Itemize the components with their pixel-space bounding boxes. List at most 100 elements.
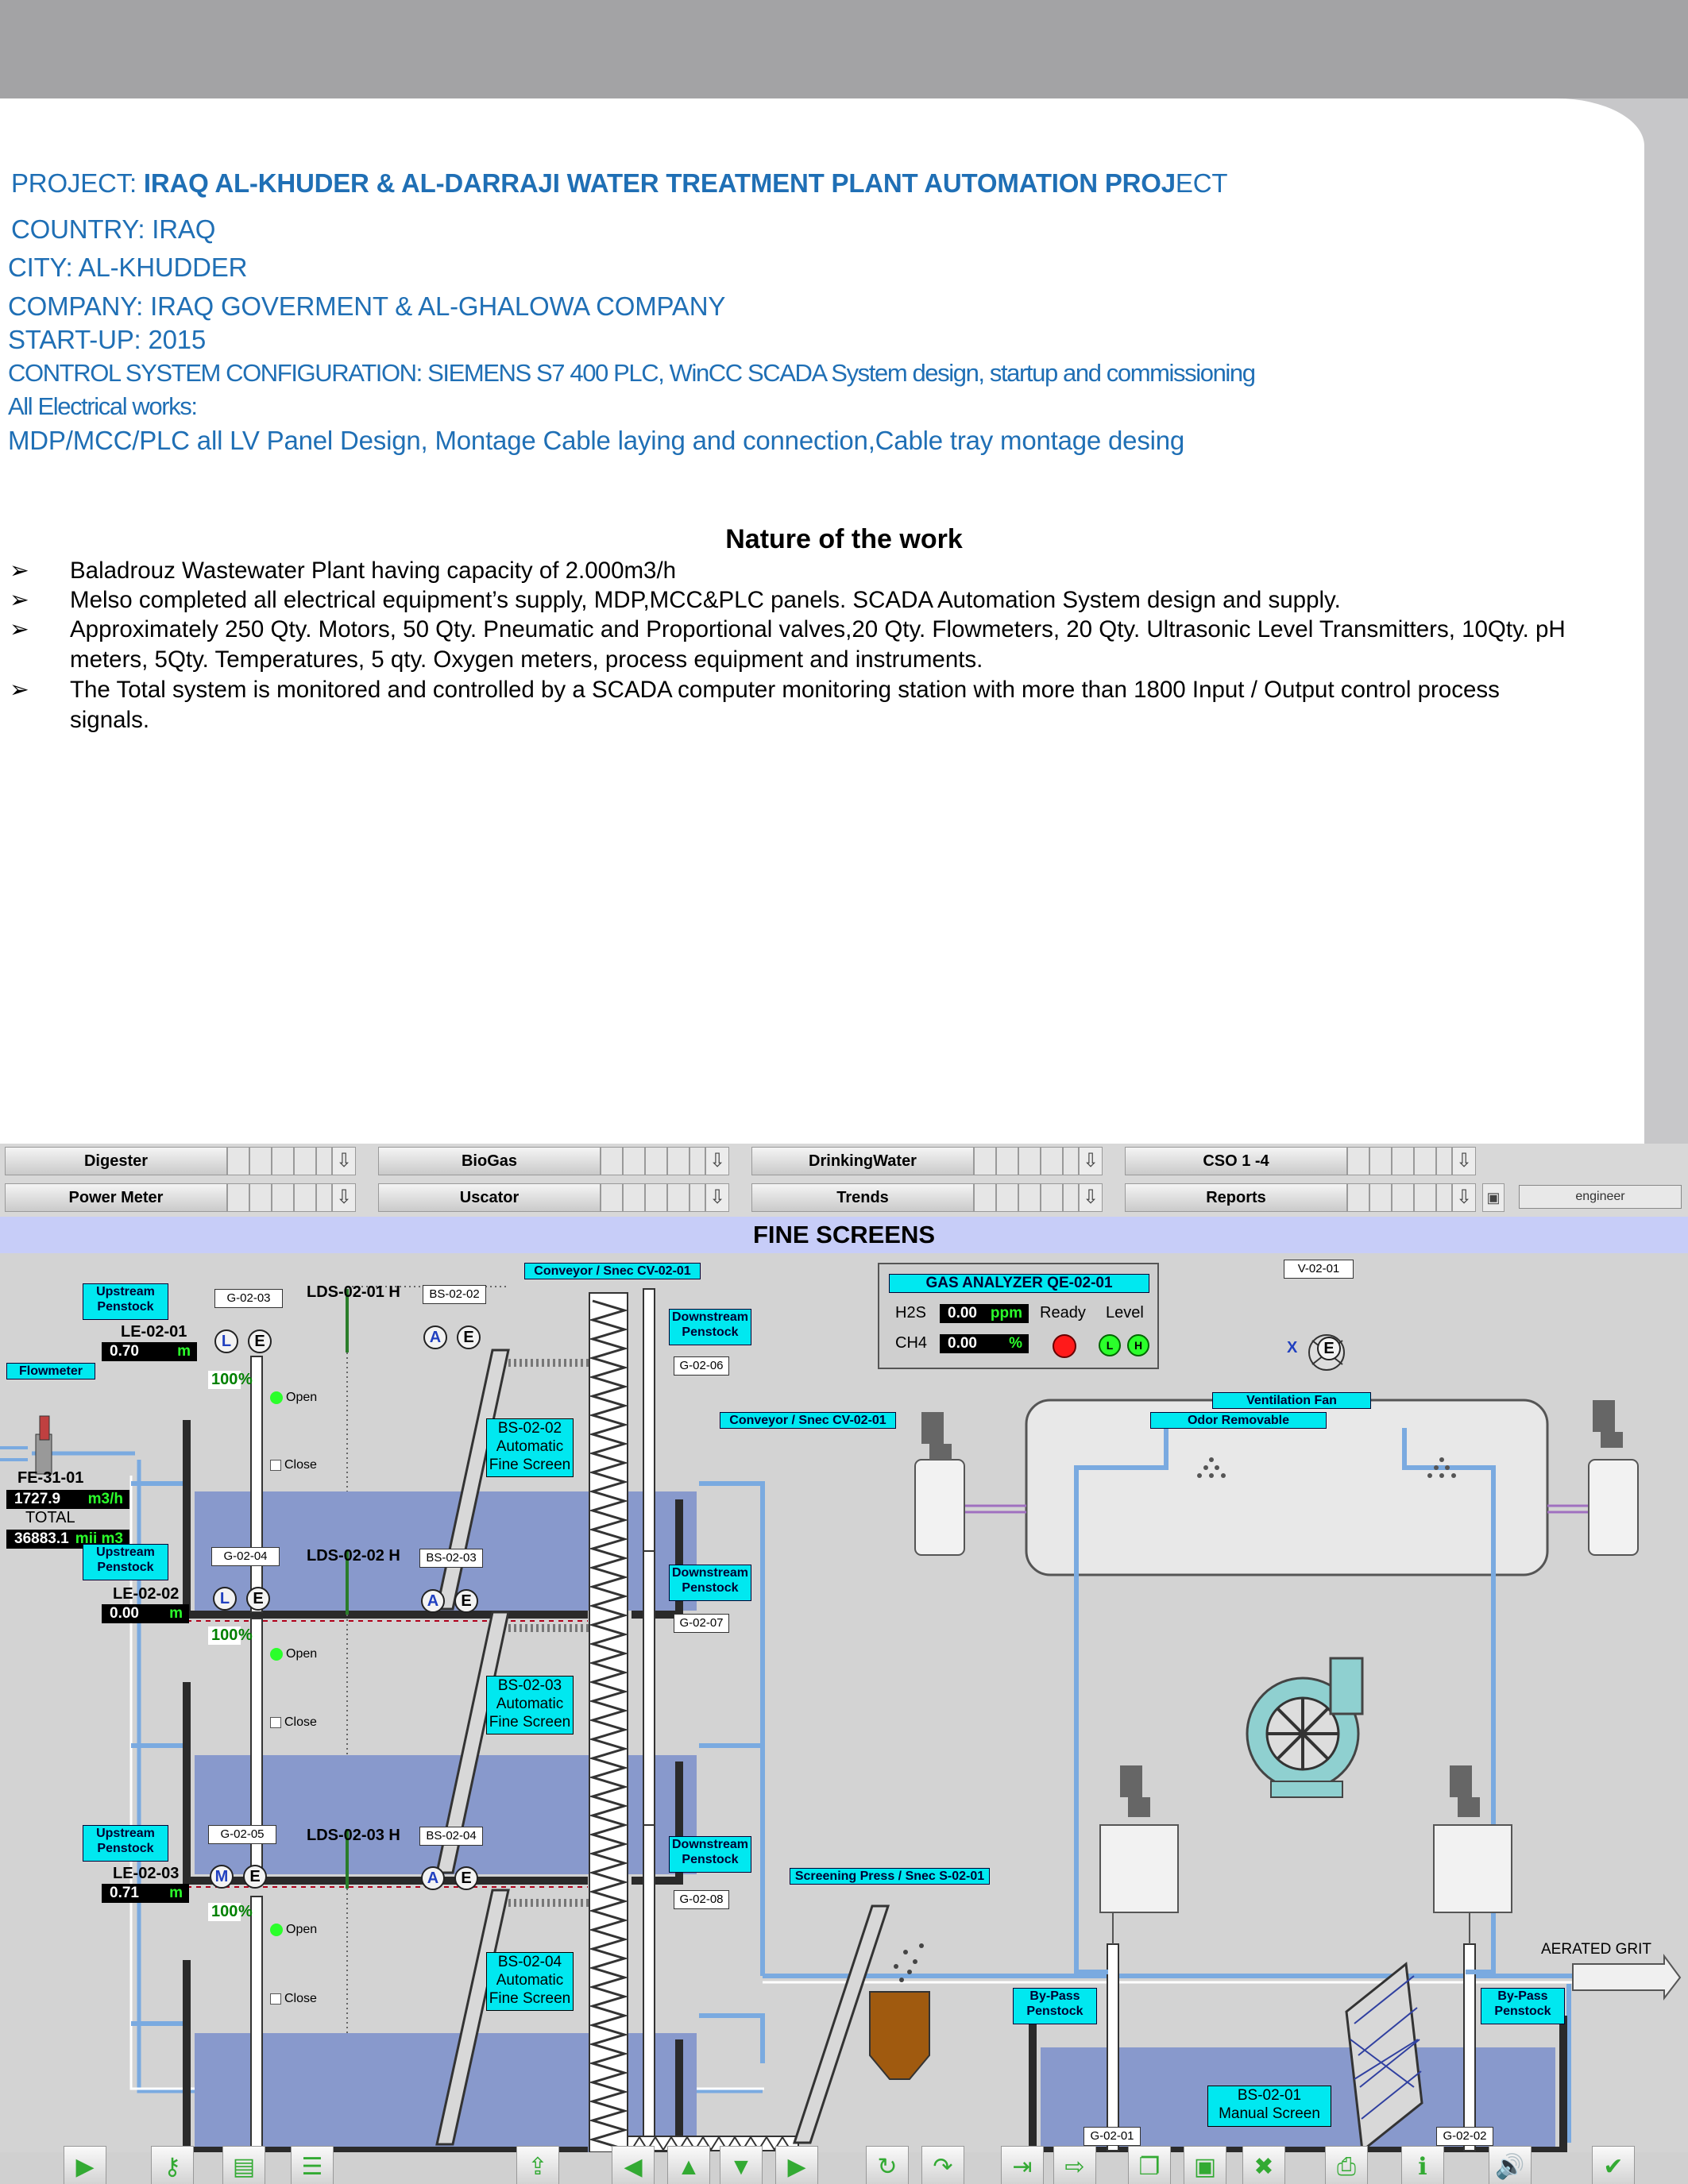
mode-indicator[interactable]: M [210, 1865, 234, 1889]
arrow-left-icon[interactable]: ◀ [612, 2146, 655, 2184]
level-tag: LE-02-03 [113, 1865, 180, 1882]
print-icon[interactable]: ⎙ [1325, 2146, 1368, 2184]
play-icon[interactable]: ▶ [64, 2146, 106, 2184]
open-status: Open [270, 1391, 317, 1405]
nav-cso[interactable]: CSO 1 -4 [1125, 1147, 1347, 1175]
bs-tag[interactable]: BS-02-03 [419, 1549, 483, 1568]
bypass-gate-tag[interactable]: G-02-02 [1436, 2127, 1493, 2146]
forward-icon[interactable]: ⇨ [1053, 2146, 1096, 2184]
e-indicator[interactable]: E [248, 1329, 272, 1353]
bypass-penstock-label: By-Pass Penstock [1013, 1988, 1097, 2024]
lds-tag: LDS-02-02 H [307, 1547, 400, 1565]
nav-bar: Digester ⇩ BioGas ⇩ DrinkingWater ⇩ CSO … [0, 1144, 1688, 1217]
downstream-penstock-label: Downstream Penstock [669, 1836, 751, 1873]
upstream-penstock-label: Upstream Penstock [83, 1825, 168, 1862]
notes-icon[interactable]: ▤ [222, 2146, 265, 2184]
redo-icon[interactable]: ↷ [921, 2146, 964, 2184]
check-icon[interactable]: ✔ [1592, 2146, 1635, 2184]
auto-indicator[interactable]: A [421, 1589, 445, 1613]
mode-indicator[interactable]: L [214, 1329, 238, 1353]
upstream-penstock-label: Upstream Penstock [83, 1283, 168, 1320]
nav-biogas[interactable]: BioGas [378, 1147, 601, 1175]
nav-down-arrow-icon[interactable]: ⇩ [332, 1183, 356, 1212]
nav-reports[interactable]: Reports [1125, 1183, 1347, 1212]
nav-uscator[interactable]: Uscator [378, 1183, 601, 1212]
ch4-value: 0.00% [940, 1334, 1029, 1353]
bypass-gate-tag[interactable]: G-02-01 [1083, 2127, 1141, 2146]
gate-percent: 100 [208, 1371, 241, 1389]
auto-indicator[interactable]: A [421, 1866, 445, 1890]
e-indicator[interactable]: E [454, 1589, 478, 1613]
arrow-up-icon[interactable]: ▲ [667, 2146, 710, 2184]
upstream-penstock-label: Upstream Penstock [83, 1544, 168, 1580]
save-icon[interactable]: ▣ [1184, 2146, 1226, 2184]
percent-sign: % [238, 1626, 253, 1644]
key-icon[interactable]: ⚷ [151, 2146, 194, 2184]
nav-down-arrow-icon[interactable]: ⇩ [1452, 1183, 1476, 1212]
level-tag: LE-02-01 [121, 1323, 187, 1341]
nav-down-arrow-icon[interactable]: ⇩ [1079, 1183, 1103, 1212]
bs-tag[interactable]: BS-02-02 [423, 1285, 486, 1304]
mode-indicator[interactable]: L [213, 1587, 237, 1611]
nav-power-meter[interactable]: Power Meter [5, 1183, 227, 1212]
down-gate-tag[interactable]: G-02-08 [674, 1890, 729, 1909]
e-indicator[interactable]: E [243, 1865, 267, 1889]
nav-slots [974, 1183, 1079, 1212]
e-indicator[interactable]: E [454, 1866, 478, 1890]
level-high-lamp: H [1127, 1334, 1149, 1356]
lock-icon[interactable]: ▣ [1482, 1183, 1505, 1212]
bs-tag[interactable]: BS-02-04 [419, 1827, 483, 1846]
gate-tag[interactable]: G-02-03 [214, 1289, 283, 1308]
export-icon[interactable]: ⇪ [516, 2146, 559, 2184]
gate-tag[interactable]: G-02-05 [208, 1825, 276, 1844]
open-status: Open [270, 1923, 317, 1937]
refresh-icon[interactable]: ↻ [866, 2146, 909, 2184]
nav-digester[interactable]: Digester [5, 1147, 227, 1175]
conveyor-label: Conveyor / Snec CV-02-01 [524, 1263, 701, 1279]
nav-slots [227, 1147, 332, 1175]
downstream-penstock-label: Downstream Penstock [669, 1309, 751, 1345]
bypass-penstock-label: By-Pass Penstock [1481, 1988, 1565, 2024]
down-gate-tag[interactable]: G-02-07 [674, 1614, 729, 1633]
nav-down-arrow-icon[interactable]: ⇩ [705, 1183, 729, 1212]
arrow-down-icon[interactable]: ▼ [720, 2146, 763, 2184]
delete-icon[interactable]: ✖ [1242, 2146, 1285, 2184]
info-icon[interactable]: ℹ [1401, 2146, 1444, 2184]
fan-tag[interactable]: V-02-01 [1284, 1260, 1354, 1279]
gate-tag[interactable]: G-02-04 [211, 1547, 280, 1566]
nav-drinkingwater[interactable]: DrinkingWater [751, 1147, 974, 1175]
down-gate-tag[interactable]: G-02-06 [674, 1356, 729, 1376]
nav-slots [601, 1147, 705, 1175]
percent-sign: % [238, 1903, 253, 1920]
process-graphics [0, 1286, 1682, 2152]
import-icon[interactable]: ⇥ [1001, 2146, 1044, 2184]
copy-icon[interactable]: ❐ [1128, 2146, 1171, 2184]
nav-down-arrow-icon[interactable]: ⇩ [1079, 1147, 1103, 1175]
fan-e-indicator[interactable]: E [1317, 1337, 1341, 1360]
nav-down-arrow-icon[interactable]: ⇩ [705, 1147, 729, 1175]
nav-down-arrow-icon[interactable]: ⇩ [332, 1147, 356, 1175]
percent-sign: % [238, 1371, 253, 1388]
document-page [0, 98, 1644, 1152]
e-indicator[interactable]: E [457, 1325, 481, 1349]
screen-title: FINE SCREENS [0, 1217, 1688, 1253]
nav-down-arrow-icon[interactable]: ⇩ [1452, 1147, 1476, 1175]
arrow-right-icon[interactable]: ▶ [775, 2146, 818, 2184]
nav-trends[interactable]: Trends [751, 1183, 974, 1212]
user-field[interactable]: engineer [1519, 1185, 1682, 1209]
nav-slots [227, 1183, 332, 1212]
sound-icon[interactable]: 🔊 [1489, 2146, 1532, 2184]
list-icon[interactable]: ☰ [291, 2146, 334, 2184]
auto-indicator[interactable]: A [423, 1325, 447, 1349]
e-indicator[interactable]: E [246, 1587, 270, 1611]
